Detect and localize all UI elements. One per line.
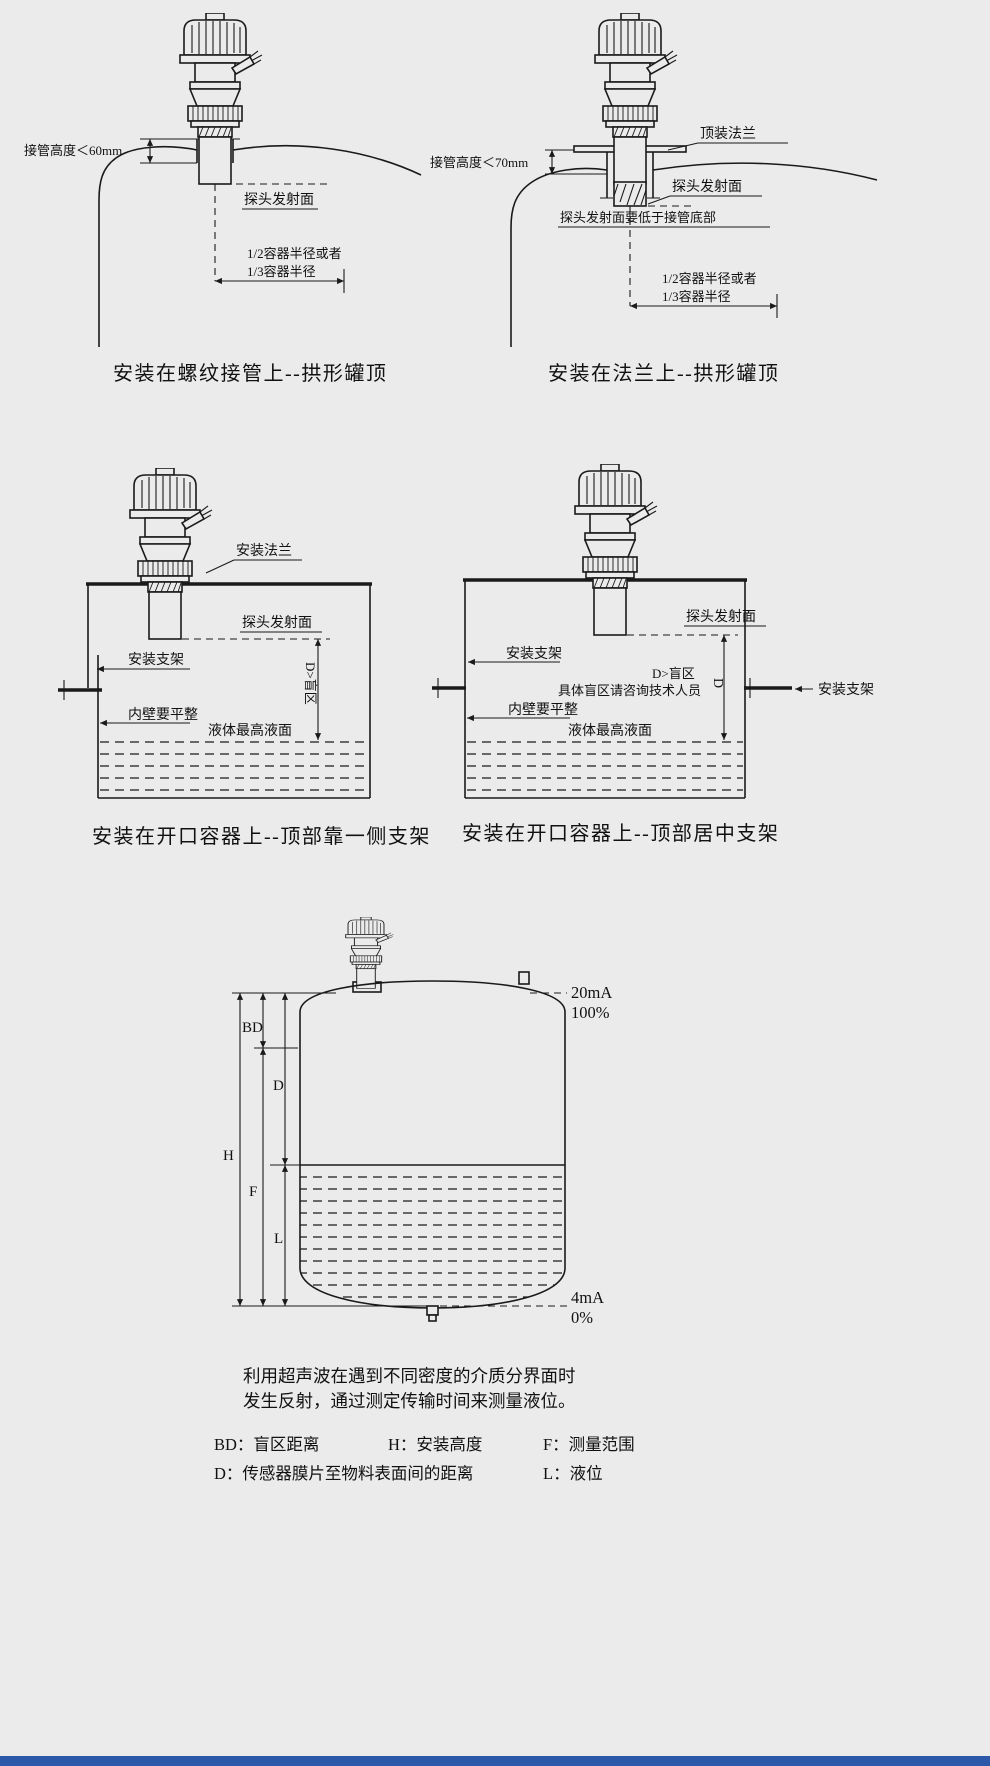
bracket-callout: 安装支架 xyxy=(97,652,190,673)
blind-zone-label: D>盲区 xyxy=(303,662,318,705)
ultrasonic-sensor xyxy=(179,13,263,185)
output-top-label: 20mA xyxy=(571,983,612,1002)
radius-label-2: 1/3容器半径 xyxy=(662,289,731,304)
nozzle xyxy=(600,152,660,199)
principle-description: 利用超声波在遇到不同密度的介质分界面时 发生反射，通过测定传输时间来测量液位。 xyxy=(243,1366,576,1411)
d-label: D xyxy=(273,1078,284,1094)
nozzle-height-dimension xyxy=(545,149,607,175)
right-bracket xyxy=(744,678,792,698)
legend-h: H：安装高度 xyxy=(388,1435,482,1454)
radius-label-1: 1/2容器半径或者 xyxy=(662,271,757,286)
side-bracket xyxy=(58,584,102,700)
legend-bd: BD：盲区距离 xyxy=(214,1435,319,1454)
container-walls xyxy=(97,584,371,799)
bracket-left-label: 安装支架 xyxy=(506,646,562,662)
radius-label-1: 1/2容器半径或者 xyxy=(247,246,342,261)
h-label: H xyxy=(223,1148,234,1164)
nozzle-height-label: 接管高度＜70mm xyxy=(430,155,528,170)
wall-callout: 内壁要平整 xyxy=(100,707,198,727)
tank-drain xyxy=(426,1305,439,1322)
probe-surface-callout: 探头发射面 xyxy=(182,615,330,640)
liquid xyxy=(300,1164,565,1298)
liquid-fill xyxy=(100,741,368,791)
probe-surface-label: 探头发射面 xyxy=(242,615,312,631)
diagram-threaded-nozzle-mount: 接管高度＜60mm 探头发射面 1/2容器半径或者 1/3容器半径 安装在螺纹接… xyxy=(24,13,422,385)
distance-dimension: D xyxy=(710,635,728,740)
bracket-right-label: 安装支架 xyxy=(818,682,874,698)
top-flange-label: 顶装法兰 xyxy=(700,126,756,142)
legend: BD：盲区距离 H：安装高度 F：测量范围 D：传感器膜片至物料表面间的距离 L… xyxy=(214,1435,635,1483)
blind-zone-dimension: D>盲区 xyxy=(303,639,322,740)
ultrasonic-sensor xyxy=(345,917,394,989)
wall-note-label: 内壁要平整 xyxy=(128,707,198,723)
output-bottom-label: 4mA xyxy=(571,1288,604,1307)
tank-top-fitting xyxy=(518,971,530,985)
bracket-left-callout: 安装支架 xyxy=(468,646,562,666)
bracket-right-callout: 安装支架 xyxy=(795,682,874,698)
bd-label: BD xyxy=(242,1020,263,1036)
percent-top-label: 100% xyxy=(571,1003,610,1022)
tank-outline xyxy=(299,980,566,1309)
diagram-flange-mount: 顶装法兰 接管高度＜70mm 探头发射面 探头发射面要低于接管底部 1/2容器半… xyxy=(430,13,878,385)
legend-f: F：测量范围 xyxy=(543,1435,635,1454)
output-top-callout: 20mA 100% xyxy=(530,983,612,1022)
radius-dimension: 1/2容器半径或者 1/3容器半径 xyxy=(215,246,345,293)
max-level-label: 液体最高液面 xyxy=(208,722,292,739)
dimension-BD: BD xyxy=(242,993,267,1048)
caption-center-bracket: 安装在开口容器上--顶部居中支架 xyxy=(462,822,779,845)
probe-surface-label: 探头发射面 xyxy=(686,609,756,625)
caption-side-bracket: 安装在开口容器上--顶部靠一侧支架 xyxy=(92,825,431,848)
diagram-measurement-tank: 20mA 100% 4mA 0% H BD F D L xyxy=(214,917,635,1483)
probe-surface-label: 探头发射面 xyxy=(672,179,742,195)
legend-d: D：传感器膜片至物料表面间的距离 xyxy=(214,1464,473,1483)
output-bottom-callout: 4mA 0% xyxy=(440,1288,604,1327)
probe-surface-callout: 探头发射面 xyxy=(647,179,762,207)
percent-bottom-label: 0% xyxy=(571,1308,593,1327)
distance-letter-label: D xyxy=(710,678,725,688)
blind-zone-label: D>盲区 xyxy=(652,666,695,681)
wall-note-label: 内壁要平整 xyxy=(508,702,578,718)
top-flange-callout: 顶装法兰 xyxy=(667,126,788,151)
l-label: L xyxy=(274,1231,283,1247)
radius-dimension: 1/2容器半径或者 1/3容器半径 xyxy=(630,271,778,318)
radius-label-2: 1/3容器半径 xyxy=(247,264,316,279)
caption-flange-mount: 安装在法兰上--拱形罐顶 xyxy=(548,362,779,385)
probe-note-label: 探头发射面要低于接管底部 xyxy=(560,210,716,225)
probe-surface-label: 探头发射面 xyxy=(244,192,314,208)
nozzle-height-label: 接管高度＜60mm xyxy=(24,143,122,158)
description-line-2: 发生反射，通过测定传输时间来测量液位。 xyxy=(243,1391,576,1411)
max-level-label: 液体最高液面 xyxy=(568,722,652,739)
mount-flange-callout: 安装法兰 xyxy=(205,543,302,574)
legend-l: L：液位 xyxy=(543,1464,603,1483)
diagram-open-container-side-bracket: 安装法兰 探头发射面 D>盲区 安装支架 内壁要平整 液体最高液面 安装在开口容… xyxy=(58,468,431,848)
dimension-D: D xyxy=(273,993,289,1165)
probe-surface-callout: 探头发射面 xyxy=(627,609,766,636)
caption-threaded-mount: 安装在螺纹接管上--拱形罐顶 xyxy=(113,362,387,385)
horn-extension xyxy=(613,181,647,207)
footer-bar xyxy=(0,1756,990,1766)
dimension-extension-lines xyxy=(232,992,428,1307)
dimension-F: F xyxy=(249,1048,267,1306)
left-bracket xyxy=(432,678,466,698)
diagram-open-container-center-bracket: 探头发射面 D D>盲区 具体盲区请咨询技术人员 安装支架 安装支架 内壁要平整… xyxy=(432,464,874,845)
dimension-L: L xyxy=(274,1165,289,1306)
liquid-fill xyxy=(467,741,743,791)
wall-callout: 内壁要平整 xyxy=(467,702,578,722)
tank-roof xyxy=(510,162,878,347)
f-label: F xyxy=(249,1184,257,1200)
description-line-1: 利用超声波在遇到不同密度的介质分界面时 xyxy=(243,1366,576,1386)
ultrasonic-sensor xyxy=(574,464,658,636)
ultrasonic-sensor xyxy=(129,468,213,640)
nozzle-height-dimension xyxy=(140,138,197,164)
dimension-H: H xyxy=(223,993,244,1306)
bracket-label: 安装支架 xyxy=(128,652,184,668)
mount-flange-label: 安装法兰 xyxy=(236,543,292,559)
blind-zone-note: 具体盲区请咨询技术人员 xyxy=(558,683,701,698)
tank-roof xyxy=(98,144,422,347)
